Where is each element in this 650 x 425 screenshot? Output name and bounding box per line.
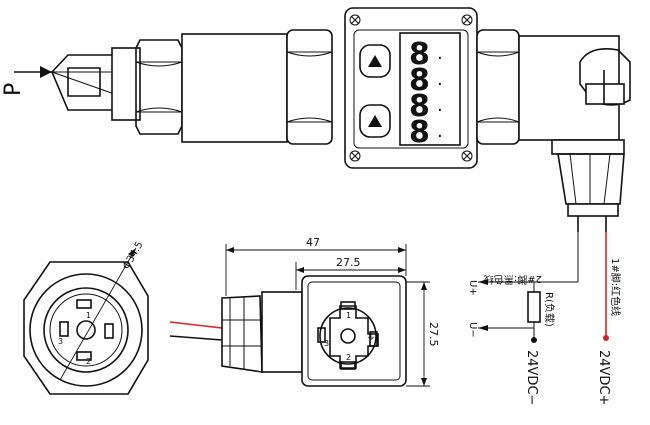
side-view: P <box>1 7 631 232</box>
dimension-27-5-vertical: 27.5 <box>406 281 440 387</box>
ground-icon: ⏚ <box>366 331 376 343</box>
led-display <box>399 32 461 146</box>
right-coupling <box>476 29 520 145</box>
pin-label: 2 <box>346 353 351 362</box>
display-digit: 8 <box>409 37 430 72</box>
display-housing: 8 8 8 8 · · · · <box>344 7 478 169</box>
up-button[interactable] <box>359 44 391 78</box>
dimension-47: 47 <box>225 236 407 296</box>
down-button[interactable] <box>359 104 391 138</box>
screw-icon <box>349 14 361 26</box>
connector-view: 1 2 3 ⏚ 47 27.5 27.5 <box>169 236 440 387</box>
wiring-diagram: U+ U− 2#脚:黑色线 1#脚:红色线 R(负载) 24VDC− 24VDC… <box>467 232 622 405</box>
screw-icon <box>461 14 473 26</box>
pressure-port <box>51 47 141 121</box>
pin-label: 1 <box>346 311 351 320</box>
pin-label: 3 <box>324 339 329 348</box>
display-digit: 8 <box>409 63 430 98</box>
left-coupling <box>286 29 333 145</box>
v-minus-label: 24VDC− <box>524 350 539 405</box>
triangle-down-icon <box>368 115 382 127</box>
black-wire <box>169 335 223 341</box>
pin-slot <box>76 299 92 309</box>
u-minus-label: U− <box>467 322 478 338</box>
screw-icon <box>349 150 361 162</box>
display-digit: 8 <box>409 89 430 124</box>
pressure-label: P <box>1 83 26 96</box>
display-dot: · <box>437 100 443 121</box>
u-plus-label: U+ <box>467 280 478 296</box>
v-plus-label: 24VDC+ <box>596 350 611 405</box>
display-dot: · <box>437 48 443 69</box>
pin-slot <box>104 323 114 339</box>
sensor-body <box>181 33 288 143</box>
pressure-arrow: P <box>1 66 52 96</box>
display-dot: · <box>437 74 443 95</box>
dim-width-overall: 47 <box>306 236 320 249</box>
cable-gland <box>557 153 625 217</box>
load-label: R(负载) <box>543 292 556 327</box>
pin-label: 1 <box>86 311 91 320</box>
pin-slot <box>59 321 69 337</box>
display-digit: 8 <box>409 115 430 150</box>
front-view: Φ34.5 1 2 3 <box>23 240 149 395</box>
diameter-label: Φ34.5 <box>121 240 146 272</box>
pin2-wire-label: 2#脚:黑色线 <box>484 273 542 286</box>
pin1-wire-label: 1#脚:红色线 <box>609 258 622 316</box>
cable <box>577 216 607 232</box>
screw-icon <box>461 150 473 162</box>
red-wire <box>169 321 223 329</box>
load-resistor <box>527 291 541 323</box>
display-dot: · <box>437 126 443 147</box>
dimension-27-5-horizontal: 27.5 <box>295 256 406 290</box>
pin-slot <box>76 351 92 361</box>
dim-height: 27.5 <box>427 322 440 347</box>
pin-label: 3 <box>58 337 63 346</box>
hex-nut <box>135 39 183 135</box>
triangle-up-icon <box>368 55 382 67</box>
connector-elbow <box>518 35 631 155</box>
pin-label: 2 <box>86 357 91 366</box>
dim-width-inner: 27.5 <box>336 256 361 269</box>
